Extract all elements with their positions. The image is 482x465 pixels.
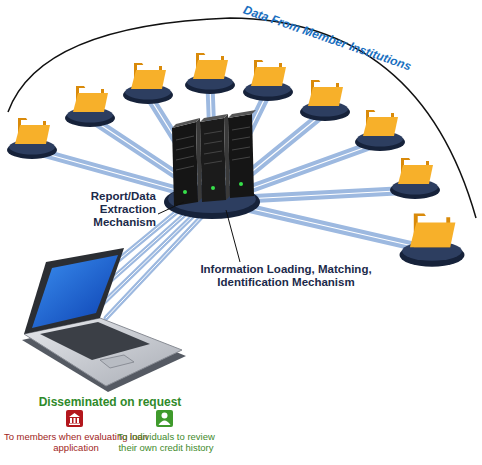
leader-line — [226, 210, 240, 262]
section-heading: Disseminated on request — [30, 396, 190, 410]
laptop — [22, 248, 186, 392]
server-stack — [164, 110, 260, 219]
bank-icon — [66, 410, 83, 427]
member-folders — [7, 53, 465, 267]
callout-label: Information Loading, Matching, Identific… — [196, 263, 376, 289]
leader-line — [158, 202, 184, 214]
callout-label: Report/Data Extraction Mechanism — [40, 190, 156, 230]
person-icon — [156, 410, 173, 427]
audience-note: To individuals to review their own credi… — [112, 432, 220, 454]
bracket-arc — [8, 18, 476, 218]
